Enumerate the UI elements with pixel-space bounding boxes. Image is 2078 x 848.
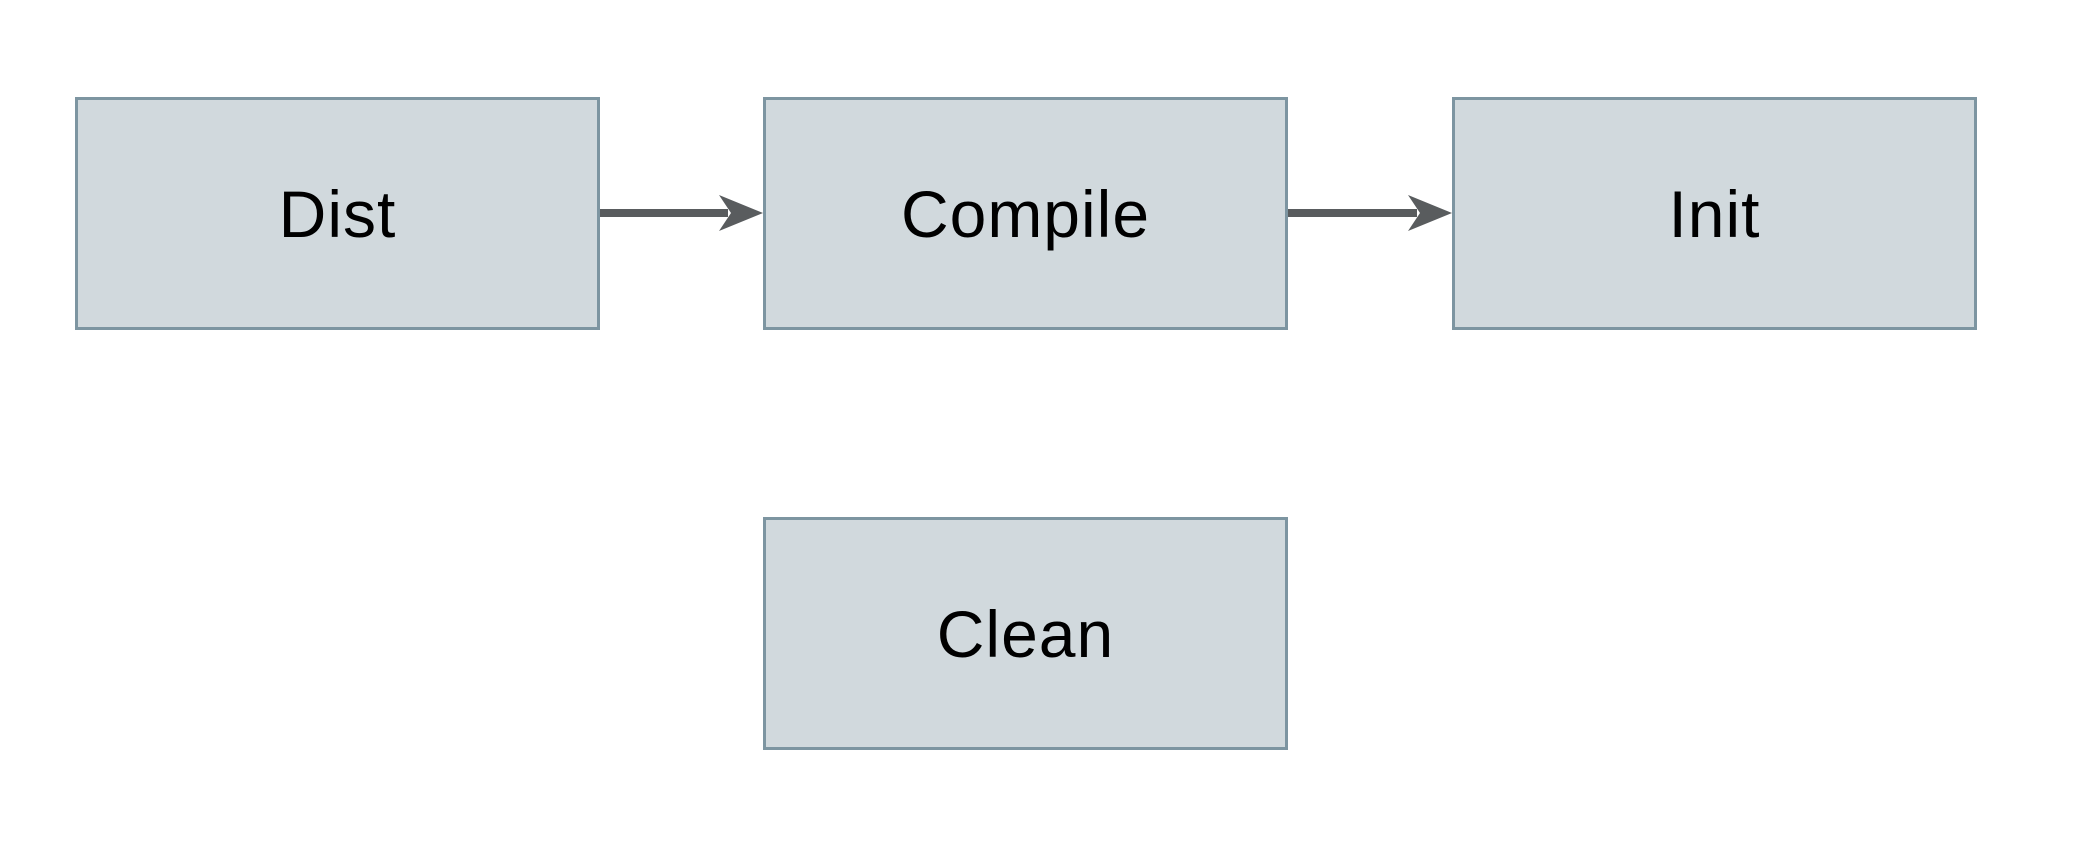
node-dist-label: Dist (278, 176, 397, 251)
arrow-compile-to-init-icon (1288, 183, 1452, 243)
node-compile[interactable]: Compile (763, 97, 1288, 330)
node-init-label: Init (1668, 176, 1761, 251)
node-clean[interactable]: Clean (763, 517, 1288, 750)
node-compile-label: Compile (900, 176, 1151, 251)
node-clean-label: Clean (936, 596, 1115, 671)
arrow-dist-to-compile-icon (600, 183, 763, 243)
node-dist[interactable]: Dist (75, 97, 600, 330)
node-init[interactable]: Init (1452, 97, 1977, 330)
